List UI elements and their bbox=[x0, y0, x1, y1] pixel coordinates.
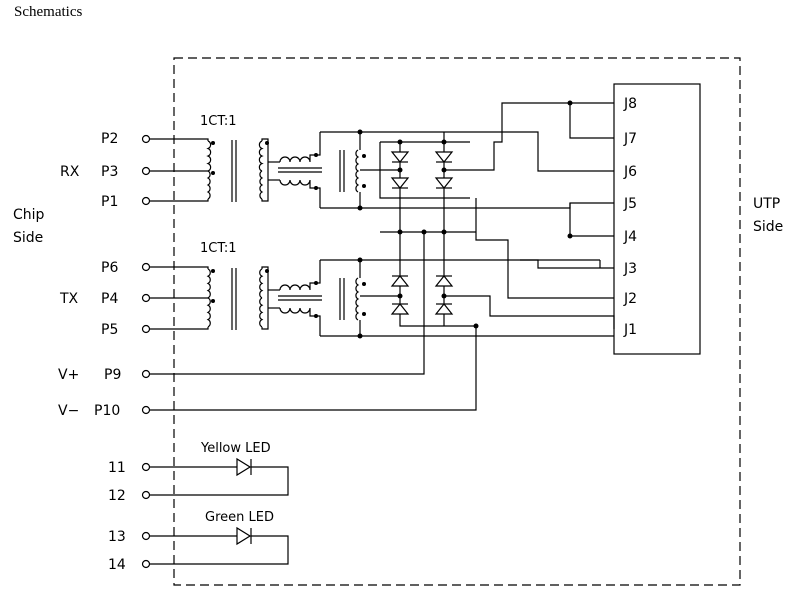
yellow-led bbox=[150, 457, 289, 496]
rx-transformer-label: 1CT:1 bbox=[200, 114, 237, 129]
tx-group-label: TX bbox=[59, 291, 79, 307]
yellow-led-label: Yellow LED bbox=[200, 441, 271, 456]
pin-label-p1: P1 bbox=[101, 194, 118, 210]
bias-lines bbox=[150, 198, 477, 411]
pin-label-11: 11 bbox=[108, 460, 126, 476]
pin-label-13: 13 bbox=[108, 529, 126, 545]
module-boundary bbox=[173, 57, 741, 586]
vplus-label: V+ bbox=[58, 367, 79, 383]
connector-pin-j5: J5 bbox=[623, 196, 637, 212]
pin-label-p9: P9 bbox=[104, 367, 121, 383]
utp-side-label-1: UTP bbox=[753, 196, 780, 212]
connector-pin-j1: J1 bbox=[623, 322, 637, 338]
pin-label-p6: P6 bbox=[101, 260, 118, 276]
rx-channel bbox=[150, 131, 366, 209]
pin-label-12: 12 bbox=[108, 488, 126, 504]
utp-side-label-2: Side bbox=[753, 219, 783, 235]
connector-pin-j8: J8 bbox=[623, 96, 637, 112]
vminus-label: V− bbox=[58, 403, 79, 419]
pin-label-p3: P3 bbox=[101, 164, 118, 180]
connector-pin-j2: J2 bbox=[623, 291, 637, 307]
pin-label-p10: P10 bbox=[94, 403, 120, 419]
tx-diode-bridge bbox=[357, 229, 600, 339]
connector-pin-j3: J3 bbox=[623, 261, 637, 277]
connector-pin-j7: J7 bbox=[623, 131, 637, 147]
pin-label-p5: P5 bbox=[101, 322, 118, 338]
rx-diode-bridge bbox=[357, 129, 476, 232]
pin-label-p2: P2 bbox=[101, 131, 118, 147]
connector-pin-j4: J4 bbox=[623, 229, 637, 245]
tx-transformer-label: 1CT:1 bbox=[200, 241, 237, 256]
utp-connector bbox=[613, 83, 701, 355]
tx-channel bbox=[150, 259, 366, 337]
green-led-label: Green LED bbox=[205, 510, 274, 525]
chip-side-label-2: Side bbox=[13, 230, 43, 246]
chip-side-label-1: Chip bbox=[13, 207, 45, 223]
connector-routing bbox=[444, 100, 615, 337]
pin-terminals bbox=[141, 134, 151, 569]
page-title: Schematics bbox=[14, 4, 83, 20]
pin-label-p4: P4 bbox=[101, 291, 118, 307]
connector-pin-j6: J6 bbox=[623, 164, 637, 180]
green-led bbox=[150, 526, 289, 565]
pin-label-14: 14 bbox=[108, 557, 126, 573]
rx-group-label: RX bbox=[60, 164, 80, 180]
